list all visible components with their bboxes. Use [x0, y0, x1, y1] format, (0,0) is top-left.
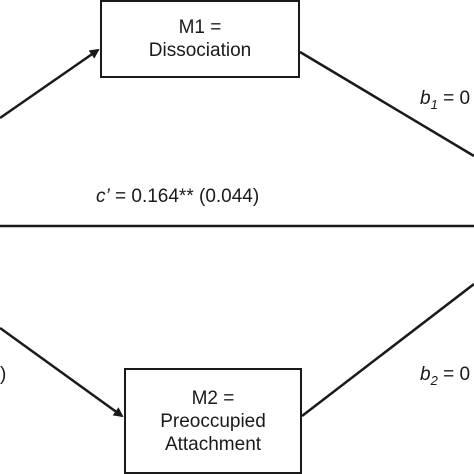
b1-value: = 0: [437, 88, 471, 109]
path-b2-line: [301, 283, 474, 417]
b1-label: b1 = 0: [420, 88, 471, 112]
b1-letter: b: [420, 88, 431, 109]
mediator-m2-box: M2 = Preoccupied Attachment: [124, 368, 302, 474]
c-prime-label: c’ = 0.164** (0.044): [96, 186, 259, 208]
a2-partial-label: ): [0, 364, 6, 386]
b2-value: = 0: [437, 364, 471, 385]
path-a1-arrow: [0, 48, 100, 120]
mediator-m2-line2: Preoccupied: [160, 410, 266, 432]
b2-letter: b: [420, 364, 431, 385]
mediator-m2-line1: M2 =: [191, 387, 235, 409]
path-b1-line: [299, 50, 474, 158]
c-prime-symbol: c’: [96, 186, 110, 207]
path-a2-arrow: [0, 326, 124, 418]
b1-subscript: 1: [430, 97, 438, 112]
mediator-m1-line2: Dissociation: [148, 40, 252, 61]
mediator-m1-box: M1 = Dissociation: [100, 0, 300, 78]
b2-label: b2 = 0: [420, 364, 471, 388]
mediator-m1-line1: M1 =: [178, 17, 222, 38]
a2-partial-text: ): [0, 364, 7, 385]
b2-subscript: 2: [430, 373, 438, 388]
c-prime-value: = 0.164** (0.044): [109, 186, 260, 207]
mediator-m2-line3: Attachment: [164, 433, 262, 455]
